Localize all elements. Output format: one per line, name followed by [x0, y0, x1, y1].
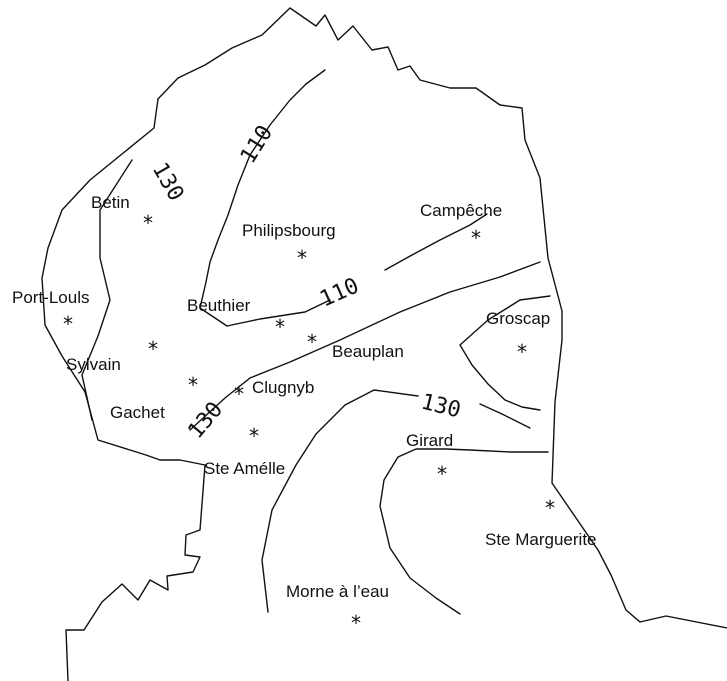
place-label-beuthier: Beuthier — [187, 296, 251, 315]
place-marker-groscap: * — [516, 340, 528, 364]
place-label-girard: Girard — [406, 431, 453, 450]
place-marker-ste-amelie: * — [248, 424, 260, 448]
contour-line — [459, 295, 551, 411]
place-marker-sylvain: * — [147, 337, 159, 361]
place-marker-betin: * — [142, 211, 154, 235]
place-label-ste-marguerite: Ste Marguerite — [485, 530, 597, 549]
contour-line — [226, 299, 331, 327]
place-label-philipsbourg: Philipsbourg — [242, 221, 336, 240]
contour-line — [261, 389, 419, 613]
contour-label-130: 130 — [419, 390, 464, 424]
contour-line — [479, 403, 531, 429]
place-label-sylvain: Sylvain — [66, 355, 121, 374]
contour-label-130: 130 — [147, 159, 189, 206]
place-marker-campeche: * — [470, 226, 482, 250]
place-label-groscap: Groscap — [486, 309, 550, 328]
place-marker-morne-a-leau: * — [350, 611, 362, 635]
contour-label-130: 130 — [183, 397, 228, 444]
west-coastline — [41, 98, 206, 681]
contour-line — [199, 69, 326, 327]
coastline — [157, 7, 727, 629]
place-label-ste-amelie: Ste Amélle — [204, 459, 285, 478]
place-marker-beuthier: * — [274, 315, 286, 339]
place-marker-girard: * — [436, 462, 448, 486]
place-label-morne-a-leau: Morne à l’eau — [286, 582, 389, 601]
place-label-betin: Betin — [91, 193, 130, 212]
contour-label-110: 110 — [316, 273, 362, 312]
place-marker-clugnyb: * — [233, 382, 245, 406]
place-marker-philipsbourg: * — [296, 246, 308, 270]
place-label-clugnyb: Clugnyb — [252, 378, 314, 397]
place-label-campeche: Campêche — [420, 201, 502, 220]
contour-line — [384, 213, 488, 271]
place-marker-port-louis: * — [62, 312, 74, 336]
place-label-gachet: Gachet — [110, 403, 165, 422]
place-marker-beauplan: * — [306, 330, 318, 354]
place-label-port-louis: Port-Louls — [12, 288, 89, 307]
contour-label-110: 110 — [236, 121, 278, 168]
contour-line — [189, 261, 541, 431]
place-marker-ste-marguerite: * — [544, 496, 556, 520]
place-label-beauplan: Beauplan — [332, 342, 404, 361]
place-marker-gachet: * — [187, 373, 199, 397]
contour-line — [81, 159, 133, 421]
contour-line — [379, 448, 549, 615]
